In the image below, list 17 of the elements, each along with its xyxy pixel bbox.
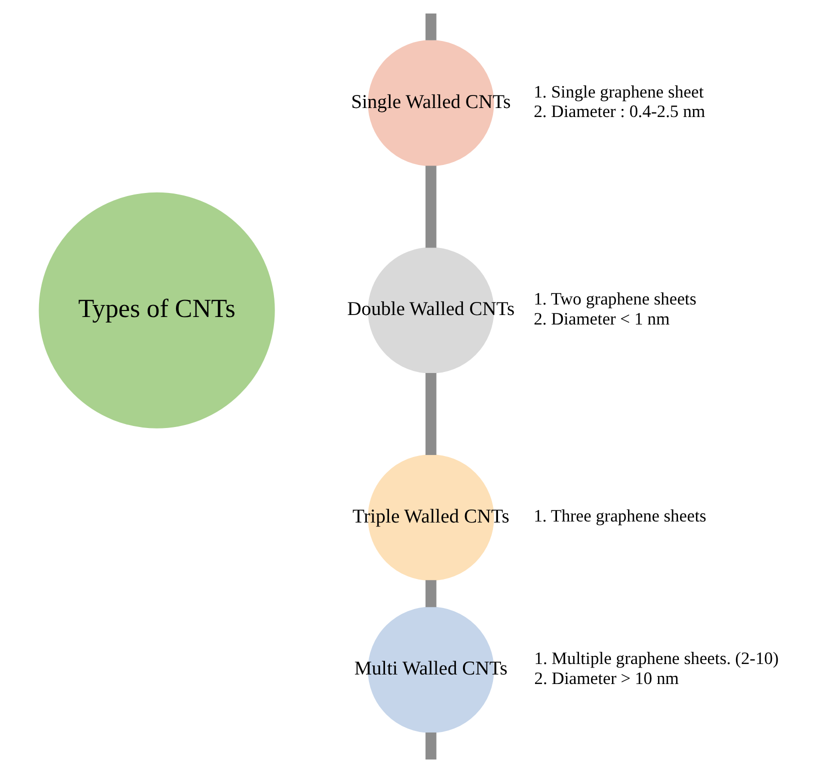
node-label: 1. Two graphene sheets [534, 288, 696, 309]
node-label: 1. Three graphene sheets [534, 506, 706, 526]
connector [426, 166, 436, 248]
node-label: 2. Diameter > 10 nm [534, 668, 679, 688]
node-label: Single Walled CNTs [351, 92, 511, 113]
node-label: 1. Multiple graphene sheets. (2-10) [534, 648, 779, 668]
connector [426, 13, 436, 40]
connector [426, 732, 436, 760]
node-circle: Types of CNTs [38, 192, 275, 428]
node-label: Multi Walled CNTs [354, 658, 508, 680]
connector [426, 580, 436, 608]
node-label: 2. Diameter : 0.4-2.5 nm [534, 101, 706, 122]
node-label: Triple Walled CNTs [352, 506, 510, 528]
node-label: 2. Diameter < 1 nm [534, 308, 670, 328]
connector [426, 372, 436, 455]
node-label: 1. Single graphene sheet [534, 81, 704, 102]
node-label: Double Walled CNTs [347, 299, 515, 320]
